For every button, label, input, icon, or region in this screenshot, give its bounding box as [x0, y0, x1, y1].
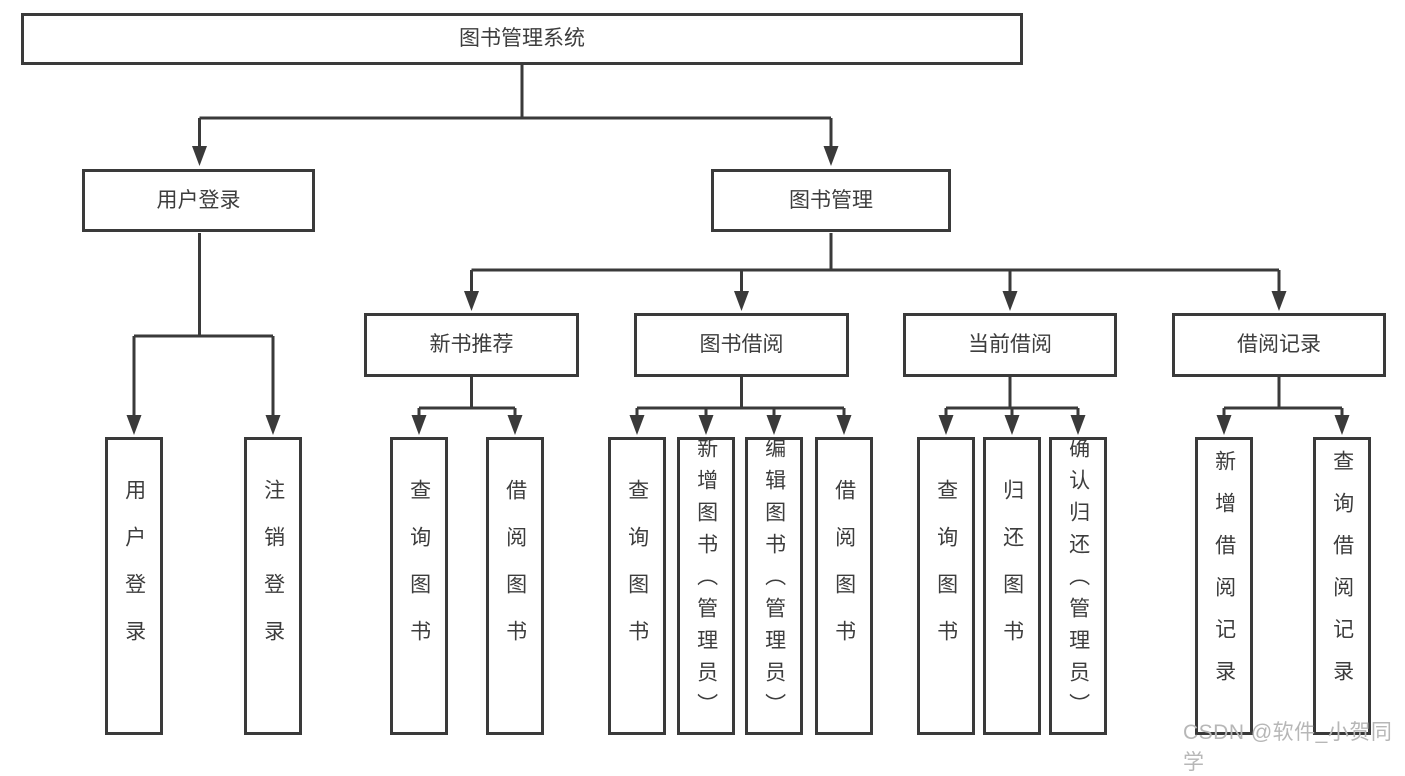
leaf-label: 确认归还（管理员）	[1066, 437, 1090, 725]
leaf-query-books-recommend: 查询图书	[390, 437, 448, 735]
leaf-label: 用户登录	[122, 479, 146, 667]
node-user-login: 用户登录	[82, 169, 315, 232]
leaf-add-book-admin: 新增图书（管理员）	[677, 437, 735, 735]
leaf-label: 查询借阅记录	[1330, 450, 1354, 702]
node-book-management: 图书管理	[711, 169, 951, 232]
leaf-label: 查询图书	[934, 479, 958, 667]
leaf-user-login: 用户登录	[105, 437, 163, 735]
leaf-label: 编辑图书（管理员）	[762, 437, 786, 725]
leaf-label: 借阅图书	[832, 479, 856, 667]
leaf-label: 注销登录	[261, 479, 285, 667]
leaf-return-book: 归还图书	[983, 437, 1041, 735]
leaf-logout: 注销登录	[244, 437, 302, 735]
leaf-label: 归还图书	[1000, 479, 1024, 667]
connector-lines	[126, 65, 1350, 435]
leaf-add-borrow-record: 新增借阅记录	[1195, 437, 1253, 735]
leaf-label: 查询图书	[407, 479, 431, 667]
leaf-label: 借阅图书	[503, 479, 527, 667]
leaf-edit-book-admin: 编辑图书（管理员）	[745, 437, 803, 735]
diagram-canvas: 图书管理系统 用户登录 图书管理 新书推荐 图书借阅 当前借阅 借阅记录 用户登…	[21, 13, 1392, 774]
node-borrowing-records: 借阅记录	[1172, 313, 1386, 377]
csdn-watermark: CSDN @软件_小贺同学	[1183, 721, 1393, 774]
leaf-borrow-books-borrowing: 借阅图书	[815, 437, 873, 735]
arrowhead-icons	[126, 146, 1350, 435]
leaf-label: 新增图书（管理员）	[694, 437, 718, 725]
leaf-label: 新增借阅记录	[1212, 450, 1236, 702]
leaf-confirm-return-admin: 确认归还（管理员）	[1049, 437, 1107, 735]
leaf-borrow-books-recommend: 借阅图书	[486, 437, 544, 735]
node-new-book-recommend: 新书推荐	[364, 313, 579, 377]
node-book-borrowing: 图书借阅	[634, 313, 849, 377]
node-current-borrowing: 当前借阅	[903, 313, 1117, 377]
leaf-label: 查询图书	[625, 479, 649, 667]
leaf-query-books-borrowing: 查询图书	[608, 437, 666, 735]
leaf-query-borrow-record: 查询借阅记录	[1313, 437, 1371, 735]
leaf-query-books-current: 查询图书	[917, 437, 975, 735]
node-library-management-system: 图书管理系统	[21, 13, 1023, 65]
